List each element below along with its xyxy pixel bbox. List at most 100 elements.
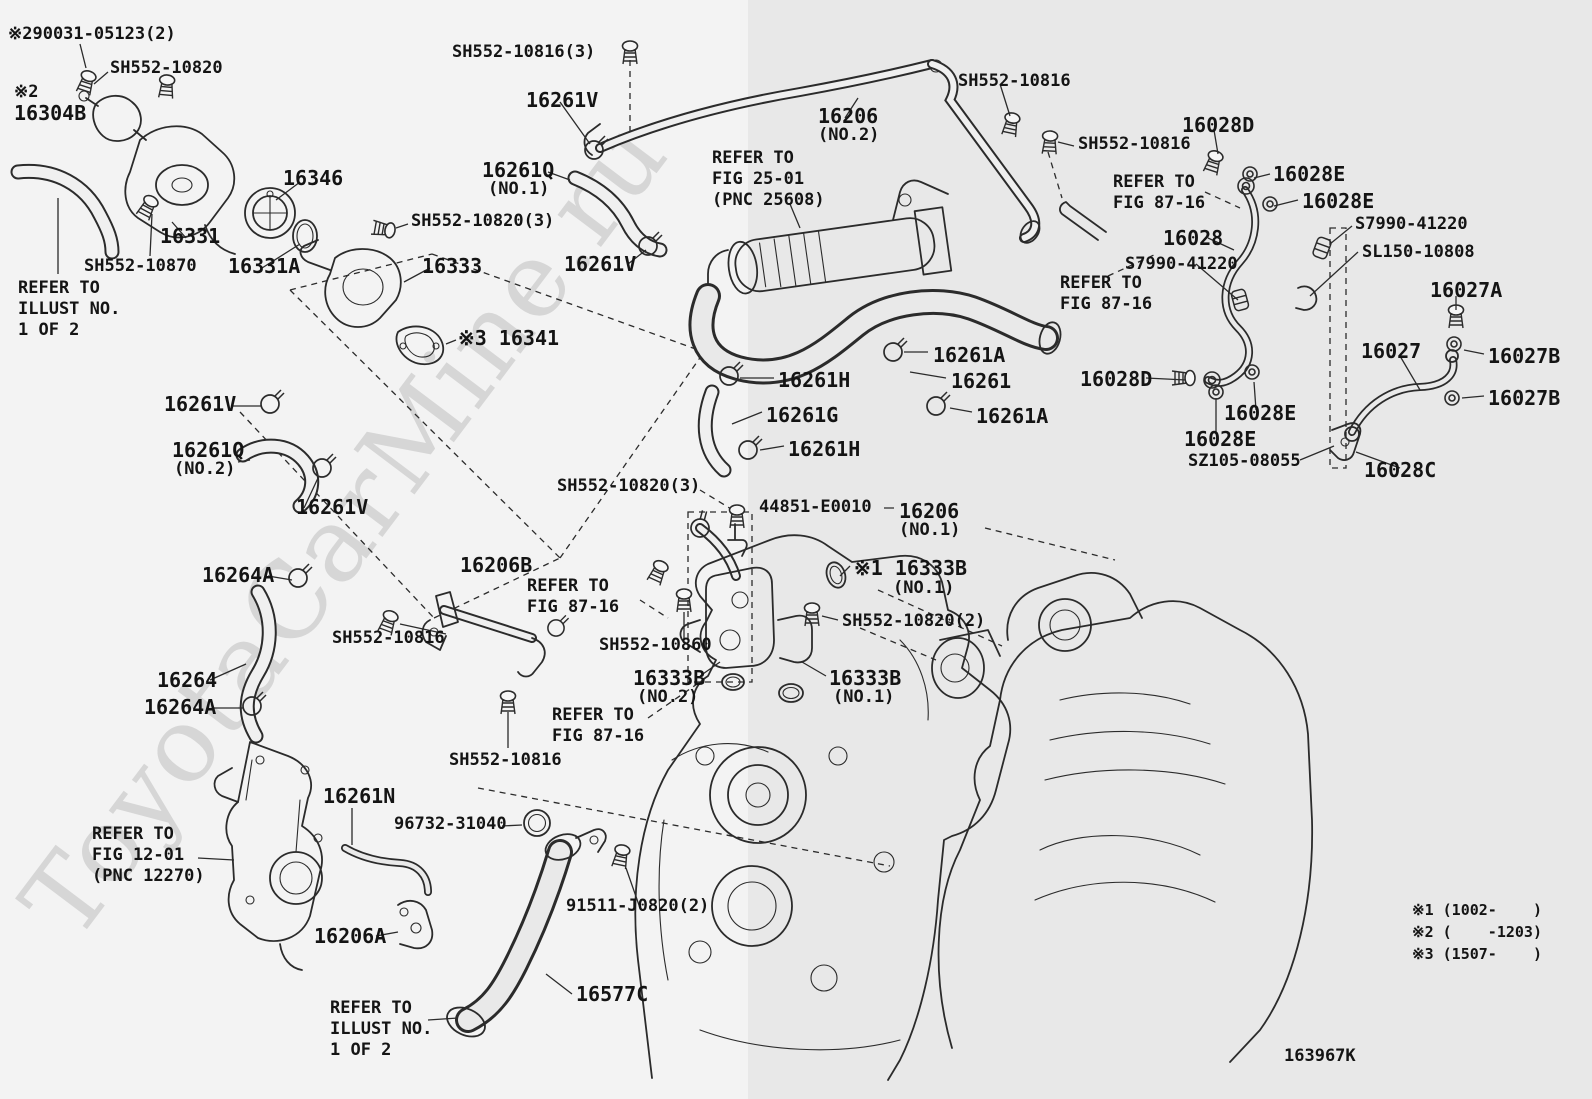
part-label: 16333B xyxy=(633,666,706,690)
part-label: SH552-10816(3) xyxy=(452,42,596,62)
radiator-hose xyxy=(10,163,120,260)
pipe-16027 xyxy=(1329,349,1459,461)
part-label: FIG 87-16 xyxy=(552,726,645,746)
part-label: 16028E xyxy=(1224,401,1297,425)
part-label: 16333 xyxy=(422,254,483,278)
part-label: SH552-10820(2) xyxy=(842,611,986,631)
part-label: 16028E xyxy=(1302,189,1375,213)
part-label: 16027 xyxy=(1361,339,1422,363)
part-label: ※1 (1002- ) xyxy=(1412,901,1542,919)
part-label: 91511-J0820(2) xyxy=(566,896,710,916)
part-label: ILLUST NO. xyxy=(18,299,121,319)
part-label: SH552-10816 xyxy=(332,628,445,648)
part-label: 16264A xyxy=(144,695,217,719)
part-label: SH552-10870 xyxy=(84,256,197,276)
part-label: 16264 xyxy=(157,668,218,692)
part-label: (NO.1) xyxy=(899,520,961,540)
part-label: 16261Q xyxy=(172,438,245,462)
part-label: 1 OF 2 xyxy=(18,320,80,340)
part-label: ILLUST NO. xyxy=(330,1019,433,1039)
hoses-left xyxy=(235,438,432,896)
part-label: SH552-10816 xyxy=(1078,134,1191,154)
part-label: SH552-10820(3) xyxy=(557,476,701,496)
background-right xyxy=(748,0,1592,1099)
part-label: FIG 87-16 xyxy=(1113,193,1206,213)
part-label: REFER TO xyxy=(712,148,794,168)
part-label: 16261H xyxy=(778,368,851,392)
part-label: (NO.2) xyxy=(637,687,699,707)
part-label: 16261A xyxy=(976,404,1049,428)
part-label: 16261V xyxy=(296,495,369,519)
part-label: (PNC 12270) xyxy=(92,866,205,886)
part-label: REFER TO xyxy=(552,705,634,725)
part-label: ※3 16341 xyxy=(458,326,560,350)
part-label: 16028 xyxy=(1163,226,1224,250)
part-label: 16261Q xyxy=(482,158,555,182)
water-inlet-16333 xyxy=(299,239,402,328)
part-label: SH552-10860 xyxy=(599,635,712,655)
part-label: REFER TO xyxy=(92,824,174,844)
gasket-16341 xyxy=(395,325,445,366)
engine-right xyxy=(931,572,1314,1063)
part-label: 16206A xyxy=(314,924,387,948)
part-label: ※290031-05123(2) xyxy=(8,24,176,44)
part-label: 16577C xyxy=(576,982,649,1006)
center-valve-assembly xyxy=(679,523,847,703)
part-label: FIG 12-01 xyxy=(92,845,185,865)
part-label: FIG 25-01 xyxy=(712,169,805,189)
part-label: REFER TO xyxy=(1060,273,1142,293)
part-label: 16206 xyxy=(818,104,879,128)
part-label: 16331 xyxy=(160,224,221,248)
part-label: SH552-10820(3) xyxy=(411,211,555,231)
part-label: 44851-E0010 xyxy=(759,497,872,517)
part-label: ※2 ( -1203) xyxy=(1412,923,1542,941)
leader-lines xyxy=(57,43,1485,1021)
water-outlet-assembly xyxy=(78,90,236,255)
part-label: 16261V xyxy=(564,252,637,276)
water-pump-assembly xyxy=(213,741,434,971)
part-label: 16027B xyxy=(1488,344,1561,368)
part-label: FIG 87-16 xyxy=(527,597,620,617)
part-label: 16028C xyxy=(1364,458,1437,482)
pipe-16206-no2 xyxy=(583,59,1107,244)
part-label: 16261G xyxy=(766,403,839,427)
part-label: ※3 (1507- ) xyxy=(1412,945,1542,963)
part-label: 16331A xyxy=(228,254,301,278)
part-label: SH552-10820 xyxy=(110,58,223,78)
part-label: (NO.2) xyxy=(818,125,880,145)
part-label: SH552-10816 xyxy=(958,71,1071,91)
part-label: (NO.1) xyxy=(488,179,550,199)
part-label: REFER TO xyxy=(330,998,412,1018)
part-label: 16028D xyxy=(1080,367,1153,391)
part-label: 16028D xyxy=(1182,113,1255,137)
part-label: 16264A xyxy=(202,563,275,587)
part-label: FIG 87-16 xyxy=(1060,294,1153,314)
thermostat-16346 xyxy=(244,187,318,253)
hose-16261 xyxy=(688,283,1062,478)
part-label: 16027B xyxy=(1488,386,1561,410)
part-label: SZ105-08055 xyxy=(1188,451,1301,471)
part-label: S7990-41220 xyxy=(1125,254,1238,274)
part-label: 16261N xyxy=(323,784,396,808)
part-label: 16261V xyxy=(526,88,599,112)
part-label: (NO.1) xyxy=(833,687,895,707)
part-label: 16206B xyxy=(460,553,533,577)
part-label: 16261V xyxy=(164,392,237,416)
part-label: (PNC 25608) xyxy=(712,190,825,210)
part-label: REFER TO xyxy=(527,576,609,596)
part-label: 16261A xyxy=(933,343,1006,367)
part-label: 16261 xyxy=(951,369,1012,393)
part-label: REFER TO xyxy=(18,278,100,298)
egr-cooler xyxy=(707,179,953,295)
part-label: 16206 xyxy=(899,499,960,523)
part-label: 16346 xyxy=(283,166,344,190)
part-label: 96732-31040 xyxy=(394,814,507,834)
part-label: SH552-10816 xyxy=(449,750,562,770)
part-label: 16027A xyxy=(1430,278,1503,302)
part-label: 16028E xyxy=(1184,427,1257,451)
part-label: 1 OF 2 xyxy=(330,1040,392,1060)
part-label: 16028E xyxy=(1273,162,1346,186)
